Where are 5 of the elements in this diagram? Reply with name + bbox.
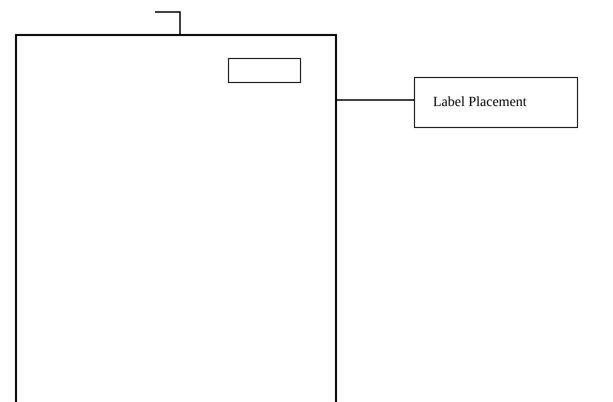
rectangle-outline (15, 34, 337, 402)
leader-line (337, 99, 414, 101)
label-text: Label Placement (433, 94, 527, 110)
rectangle-outline (228, 58, 301, 83)
label-box (414, 77, 578, 128)
